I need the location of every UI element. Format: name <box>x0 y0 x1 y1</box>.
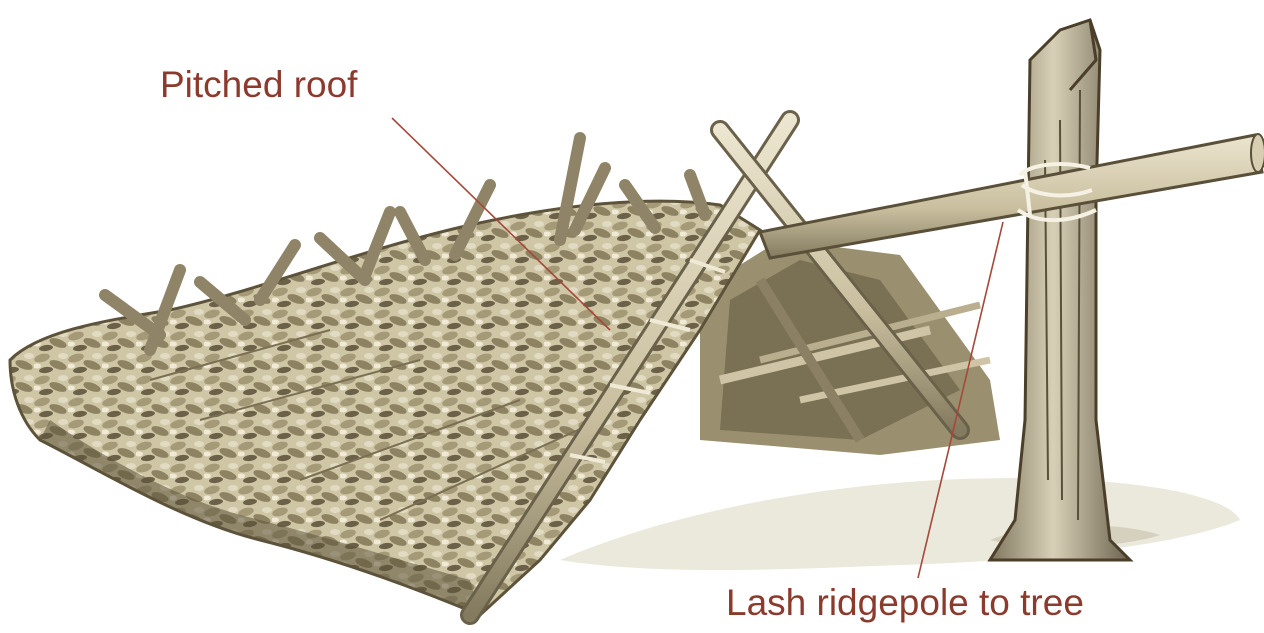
pitched-roof-label: Pitched roof <box>160 66 357 103</box>
ground-shadow <box>560 478 1240 570</box>
lash-ridgepole-label: Lash ridgepole to tree <box>726 584 1084 621</box>
ridgepole-icon <box>760 134 1264 258</box>
